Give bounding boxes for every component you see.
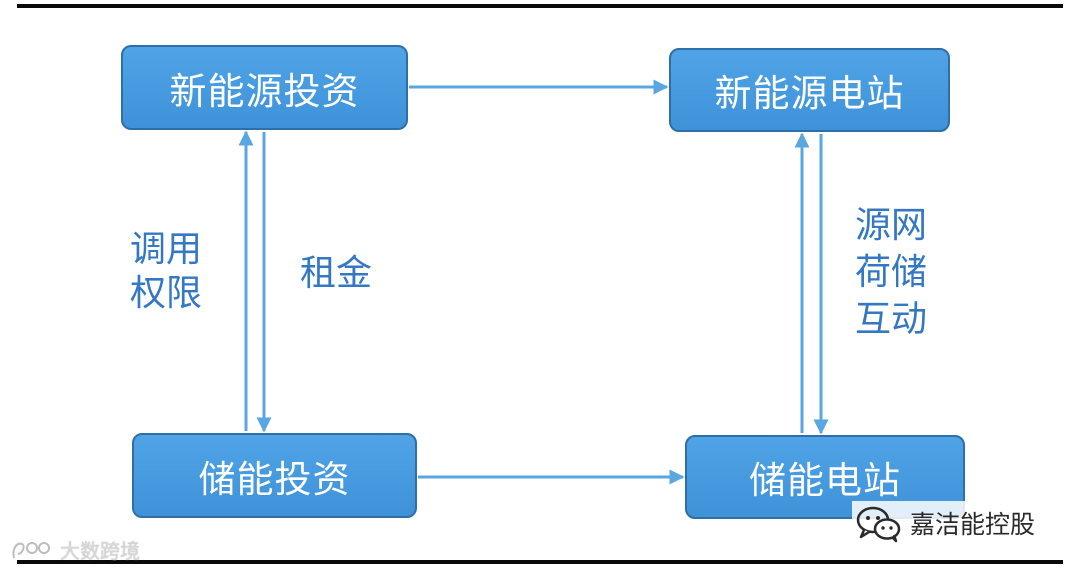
node-new-energy-investment: 新能源投资 [121,45,408,130]
watermark-right: 嘉洁能控股 [852,501,1042,545]
watermark-left-text: 大数跨境 [60,539,140,563]
label-source-grid-load-storage: 源网 荷储 互动 [855,205,928,340]
label-rent: 租金 [300,253,373,294]
node-storage-investment: 储能投资 [132,433,417,518]
watermark-right-text: 嘉洁能控股 [910,510,1036,539]
bottom-rule [17,560,1063,564]
top-rule [17,4,1063,8]
node-new-energy-station: 新能源电站 [669,48,950,132]
watermark-logo-icon [12,541,50,558]
watermark-left: 大数跨境 [10,535,140,564]
node-storage-station: 储能电站 [685,435,965,519]
label-dispatch-rights: 调用 权限 [130,229,203,314]
wechat-icon [856,506,901,543]
